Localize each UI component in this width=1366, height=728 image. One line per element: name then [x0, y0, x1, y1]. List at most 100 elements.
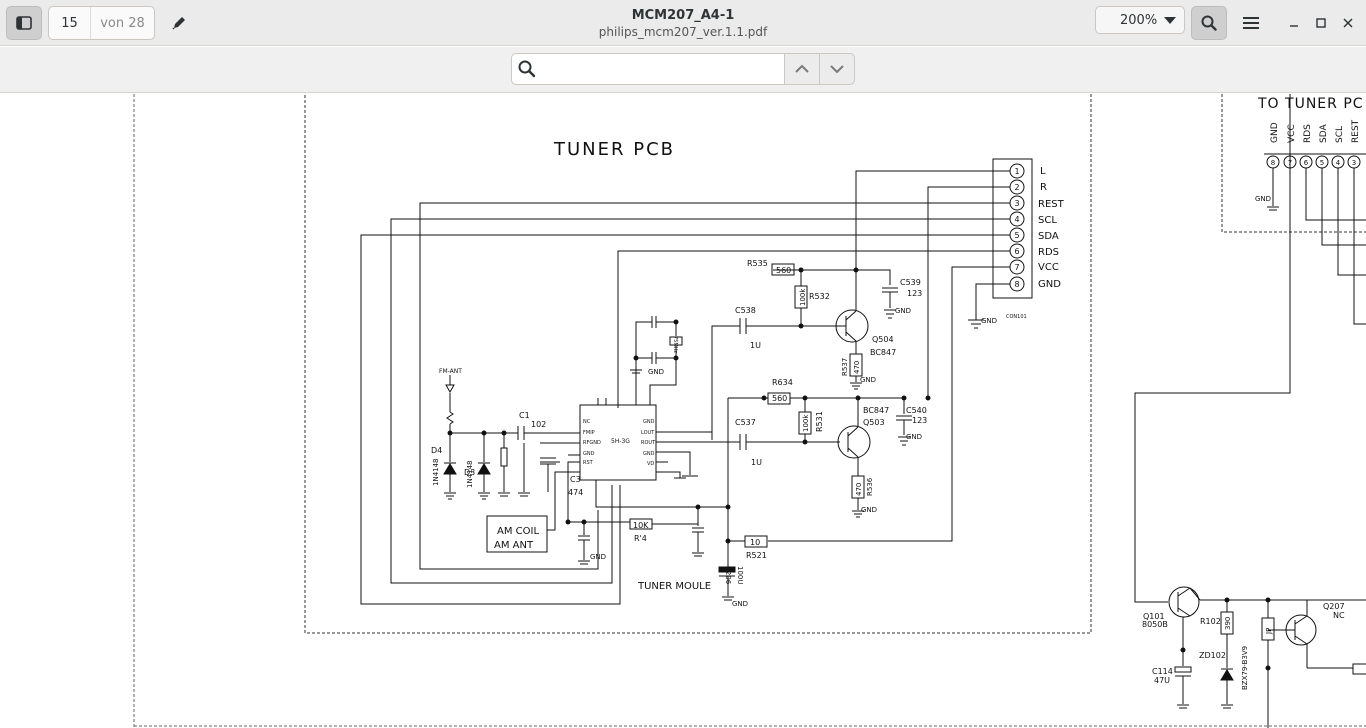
pin-label: SDA	[1038, 231, 1059, 242]
value-r537: 470	[853, 361, 861, 374]
value-c539: 123	[907, 289, 922, 298]
label-c540: C540	[906, 406, 927, 415]
right-pin-label: RDS	[1303, 124, 1313, 143]
hamburger-menu-icon	[1243, 17, 1259, 29]
zoom-select[interactable]: 200%	[1095, 6, 1185, 34]
value-c1: 102	[531, 420, 546, 429]
ic-pin: RST	[583, 460, 594, 466]
pin-num: 2	[1014, 183, 1019, 192]
pin-label: REST	[1038, 199, 1065, 210]
value-q101: 8050B	[1142, 620, 1168, 629]
right-pin-num: 3	[1352, 159, 1356, 167]
gnd-label: GND	[981, 317, 997, 325]
value-c114: 47U	[1154, 676, 1170, 685]
pin-num: 4	[1014, 215, 1019, 224]
right-pin-num: 7	[1288, 159, 1292, 167]
value-c537: 1U	[751, 458, 762, 467]
right-pin-num: 8	[1271, 159, 1275, 167]
label-fm-ant: FM-ANT	[439, 368, 462, 375]
ic-pin: ROUT	[641, 440, 656, 446]
find-previous-button[interactable]	[784, 53, 820, 85]
right-pin-num: 5	[1320, 159, 1324, 167]
ic-pin: NC	[583, 419, 591, 425]
pin-num: 6	[1014, 247, 1019, 256]
label-c114: C114	[1152, 667, 1173, 676]
right-pin-label: SDA	[1319, 124, 1329, 143]
label-r102: R102	[1200, 617, 1221, 626]
pin-num: 1	[1014, 167, 1019, 176]
find-input[interactable]	[511, 53, 785, 85]
gnd-label: GND	[732, 600, 748, 608]
label-r634: R634	[772, 378, 793, 387]
annotate-button[interactable]	[162, 6, 196, 40]
ic-pin: GND	[583, 451, 595, 457]
sidebar-toggle-icon	[16, 16, 32, 30]
label-c537: C537	[735, 418, 756, 427]
document-title: MCM207_A4-1	[631, 8, 735, 23]
gnd-label: GND	[648, 368, 664, 376]
value-r532: 100k	[799, 288, 807, 306]
right-pin-num: 4	[1336, 159, 1341, 167]
value-q207: NC	[1333, 611, 1345, 620]
value-c3: 474	[568, 488, 583, 497]
value-c206: 100U	[736, 566, 744, 584]
header-bar: 15 von 28 MCM207_A4-1 philips_mcm207_ver…	[0, 0, 1366, 46]
block-title: TUNER PCB	[553, 139, 675, 160]
module-label: TUNER MOULE	[637, 581, 711, 592]
pin-label: L	[1040, 166, 1046, 177]
ic-pin: RFGND	[583, 440, 601, 446]
ic-pin: GND	[643, 419, 655, 425]
label-d4: D4	[431, 446, 442, 455]
right-pin-label: GND	[1270, 122, 1280, 143]
label-q207: Q207	[1323, 602, 1345, 611]
page-selector[interactable]: 15 von 28	[48, 6, 155, 40]
label-r532: R532	[809, 292, 830, 301]
ic-pin: LOUT	[641, 430, 655, 436]
label-c1: C1	[519, 411, 530, 420]
pin-label: SCL	[1038, 215, 1057, 226]
label-zd102: ZD102	[1199, 651, 1226, 660]
maximize-icon	[1316, 18, 1326, 28]
document-view[interactable]: TUNER PCB TUNER MOULE 1 2 3 4 5 6 7 8 L …	[0, 94, 1366, 728]
pencil-icon	[172, 17, 185, 30]
maximize-button[interactable]	[1310, 12, 1332, 34]
value-r634: 560	[772, 394, 787, 403]
value-r4: 10K	[633, 521, 649, 530]
right-pin-num: 6	[1304, 159, 1309, 167]
right-pin-label: VCC	[1287, 124, 1297, 143]
value-r521: 10	[750, 538, 760, 547]
search-icon	[1201, 15, 1217, 31]
gnd-label: GND	[590, 553, 606, 561]
find-next-button[interactable]	[819, 53, 855, 85]
main-menu-button[interactable]	[1233, 6, 1269, 40]
chevron-up-icon	[795, 64, 809, 73]
label-r521: R521	[746, 551, 767, 560]
value-r535: 560	[776, 266, 791, 275]
current-page-input[interactable]: 15	[49, 7, 91, 39]
chevron-down-icon	[1164, 17, 1176, 24]
ic-pin: VD	[647, 461, 654, 467]
label-q503: Q503	[863, 418, 885, 427]
label-r531: R531	[815, 411, 824, 432]
sidebar-toggle-button[interactable]	[6, 6, 42, 40]
gnd-label: GND	[861, 506, 877, 514]
label-d3: D3	[464, 468, 475, 477]
gnd-label: GND	[1255, 195, 1271, 203]
value-c540: 123	[912, 416, 927, 425]
label-q101: Q101	[1143, 612, 1165, 621]
pin-num: 3	[1014, 199, 1019, 208]
value-d4: 1N4148	[432, 458, 440, 486]
ic-pin: GND	[643, 451, 655, 457]
minimize-button[interactable]	[1283, 12, 1305, 34]
find-bar	[0, 47, 1366, 93]
search-toggle-button[interactable]	[1191, 6, 1227, 40]
connector-ref: CON101	[1006, 314, 1027, 320]
close-button[interactable]	[1337, 12, 1359, 34]
ic-pin: FMIP	[583, 430, 595, 436]
pin-label: R	[1040, 182, 1047, 193]
label-jp: JP	[1265, 628, 1273, 635]
label-c538: C538	[735, 306, 756, 315]
gnd-label: GND	[906, 433, 922, 441]
value-r102: 390	[1224, 617, 1232, 630]
label-c539: C539	[900, 278, 921, 287]
